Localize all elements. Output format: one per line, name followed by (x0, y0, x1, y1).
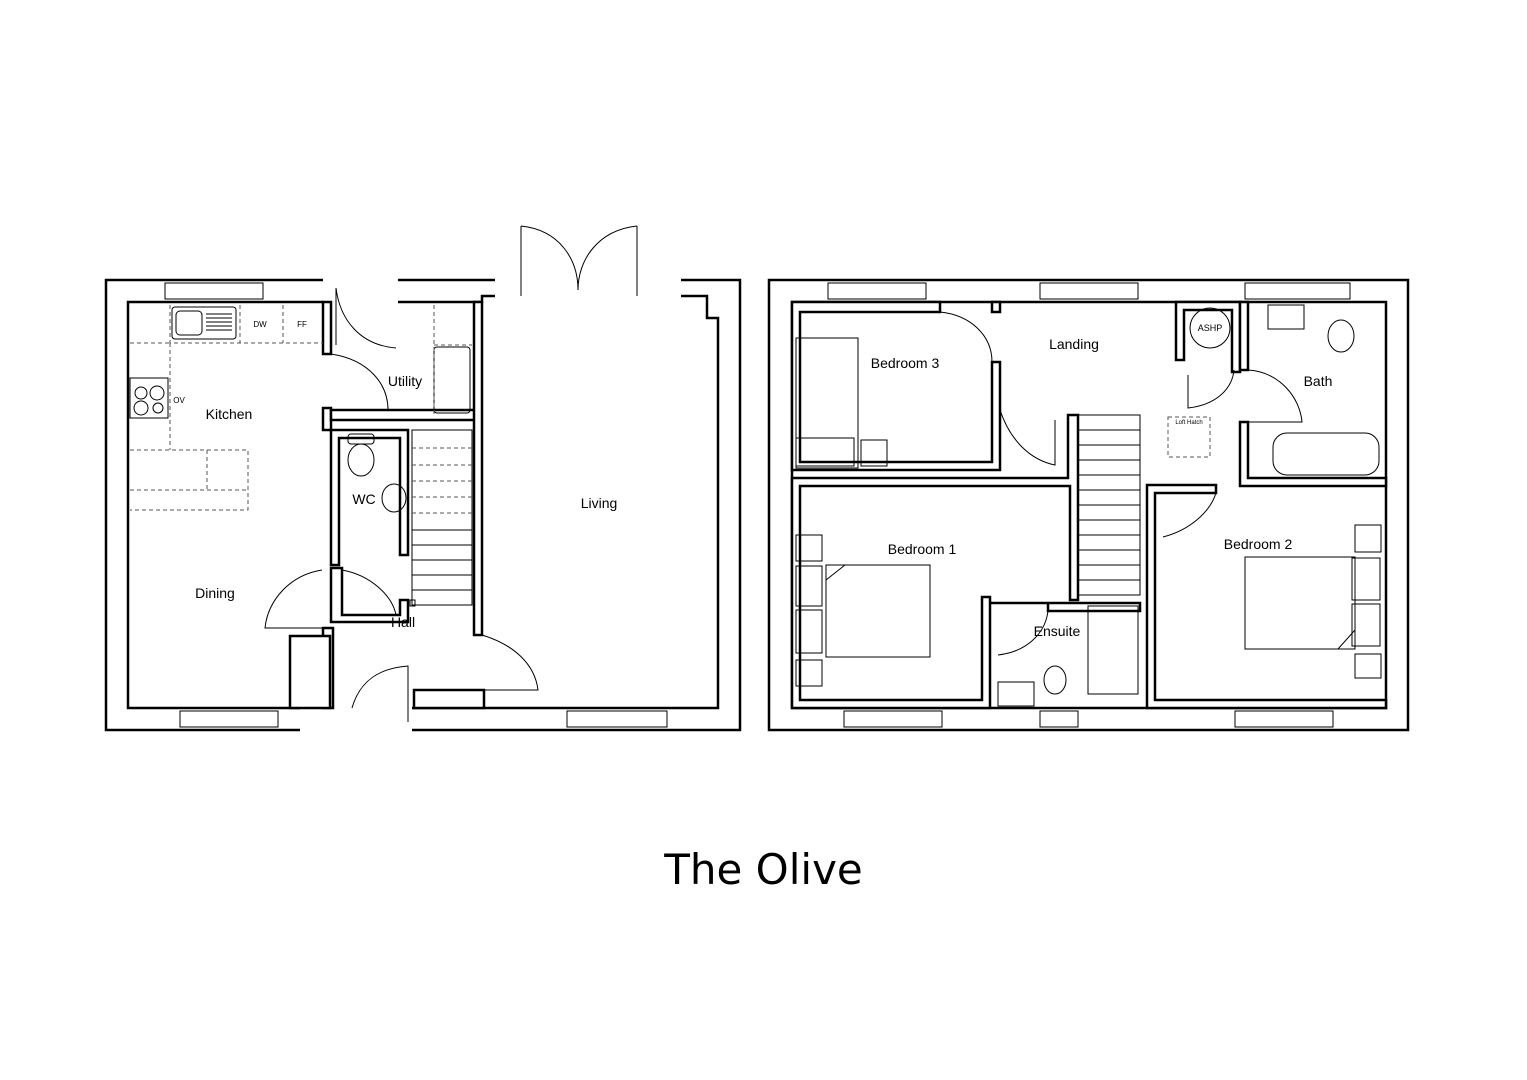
appliance-label-ff: FF (297, 320, 307, 329)
french-doors (520, 225, 638, 296)
staircase (1077, 414, 1141, 596)
window (179, 710, 279, 728)
wc-wall (329, 566, 410, 624)
ground-floor-plan: Kitchen Dining Utility WC Hall Living DW… (104, 225, 742, 732)
room-label-living: Living (581, 495, 618, 511)
room-label-wc: WC (352, 491, 375, 507)
room-label-landing: Landing (1049, 336, 1099, 352)
door-swing (481, 634, 539, 691)
bed-icon (1244, 556, 1356, 650)
wc-wall (329, 428, 410, 567)
room-label-bath: Bath (1304, 373, 1333, 389)
toilet-icon (347, 443, 375, 477)
bathtub-icon (1272, 432, 1380, 476)
basin-icon (997, 681, 1035, 707)
room-label-bedroom3: Bedroom 3 (871, 355, 940, 371)
plan-title: The Olive (664, 845, 863, 894)
basin-icon (1267, 304, 1305, 330)
ashp-label: ASHP (1198, 323, 1223, 333)
loft-hatch (1167, 416, 1211, 458)
room-label-ensuite: Ensuite (1034, 623, 1081, 639)
staircase (411, 429, 473, 606)
ground-outer-wall (104, 278, 742, 732)
bedroom2-wall (1145, 483, 1388, 710)
cupboard-wall (1174, 300, 1242, 374)
heat-pump-icon (1189, 307, 1231, 349)
window (827, 282, 927, 300)
ensuite-wall (990, 601, 1142, 613)
room-label-bedroom1: Bedroom 1 (888, 541, 957, 557)
wall (329, 408, 477, 422)
window (566, 710, 668, 728)
basin-icon (381, 483, 407, 513)
wall (412, 688, 486, 710)
window (1039, 282, 1139, 300)
window (1234, 710, 1334, 728)
front-door-swing (351, 665, 409, 722)
sink-icon (171, 306, 237, 340)
bath-wall (1238, 300, 1388, 488)
first-floor-plan: Bedroom 3 Landing Bath Bedroom 1 Bedroom… (767, 278, 1410, 732)
window (1244, 282, 1351, 300)
toilet-icon (1327, 319, 1355, 353)
shower-icon (1087, 605, 1139, 695)
room-label-dining: Dining (195, 585, 235, 601)
room-label-kitchen: Kitchen (206, 406, 253, 422)
door-swing (264, 569, 325, 629)
bedroom1-wall (790, 413, 1080, 710)
window (843, 710, 943, 728)
bedroom3-wall (790, 300, 1002, 472)
toilet-icon (1043, 665, 1067, 695)
door-swing (330, 287, 397, 411)
kitchen-worktop (130, 305, 323, 511)
appliance-label-dw: DW (253, 320, 267, 329)
utility-sink-icon (433, 346, 471, 414)
wall (321, 300, 333, 356)
room-label-utility: Utility (388, 373, 422, 389)
room-label-hall: Hall (391, 614, 415, 630)
door-swing (341, 569, 397, 616)
room-label-bedroom2: Bedroom 2 (1224, 536, 1293, 552)
window (164, 282, 264, 300)
bed-icon (825, 564, 931, 658)
hob-icon (129, 377, 169, 419)
wall (288, 634, 332, 710)
window (1039, 710, 1079, 728)
appliance-label-ov: OV (173, 396, 185, 405)
loft-hatch-label: Loft Hatch (1175, 420, 1202, 426)
bed-icon (795, 337, 859, 469)
wall (472, 300, 484, 637)
